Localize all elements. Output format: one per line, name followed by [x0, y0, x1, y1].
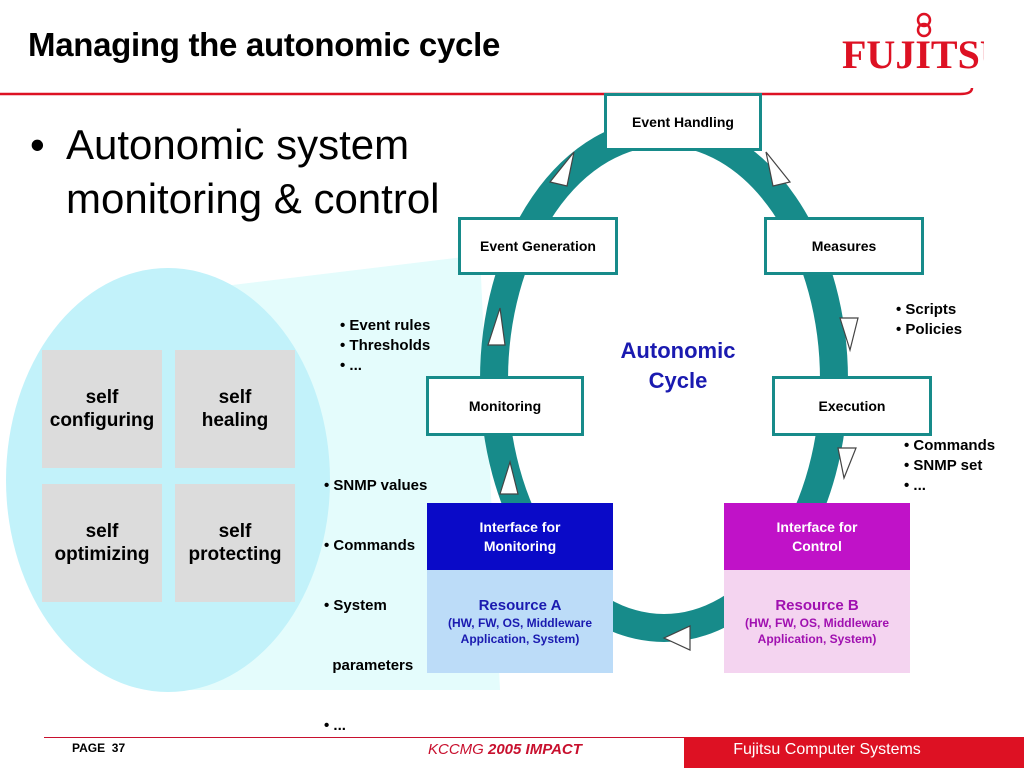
interface-control: Interface for Control — [724, 503, 910, 570]
monitoring-notes: • SNMP values • Commands • System parame… — [324, 436, 427, 756]
resource-sub: Application, System) — [460, 632, 580, 646]
note-item: • Policies — [896, 321, 963, 338]
footer-band — [684, 737, 1024, 768]
monitoring-node: Monitoring — [426, 376, 584, 436]
execution-node: Execution — [772, 376, 932, 436]
interface-monitoring: Interface for Monitoring — [427, 503, 613, 570]
arrow-up-left-1 — [548, 151, 575, 187]
footer-rule — [44, 737, 684, 738]
resource-title: Resource B — [775, 597, 859, 614]
cell-line: self — [218, 521, 252, 542]
page-number: PAGE 37 — [72, 741, 125, 755]
resource-sub: Application, System) — [757, 632, 877, 646]
note-item: • Thresholds — [340, 337, 431, 354]
cell-line: self — [85, 387, 119, 408]
resource-b: Resource B (HW, FW, OS, Middleware Appli… — [724, 570, 910, 673]
event-generation-node: Event Generation — [458, 217, 618, 275]
cell-line: healing — [201, 410, 269, 431]
cell-line: self — [218, 387, 252, 408]
logo-text: FUJITSU — [842, 32, 984, 77]
self-management-circle — [6, 268, 330, 692]
event-prefix: KCCMG — [428, 741, 488, 758]
event-handling-node: Event Handling — [604, 93, 762, 151]
note-item: • SNMP set — [904, 457, 983, 474]
iface-line: Control — [792, 537, 842, 554]
note-item: • ... — [324, 717, 346, 734]
event-generation-notes: • Event rules • Thresholds • ... — [340, 316, 430, 376]
bullet-line-1: Autonomic system — [66, 121, 410, 168]
note-item: parameters — [324, 657, 414, 674]
bullet-text: Autonomic system monitoring & control — [66, 118, 440, 226]
note-item: • Scripts — [896, 301, 957, 318]
iface-line: Interface for — [479, 518, 561, 535]
company-name: Fujitsu Computer Systems — [733, 741, 921, 758]
bullet-line-2: monitoring & control — [66, 175, 440, 222]
center-line: Autonomic — [620, 338, 736, 363]
page-title: Managing the autonomic cycle — [28, 26, 501, 63]
resource-sub: (HW, FW, OS, Middleware — [744, 616, 889, 630]
note-item: • Commands — [324, 537, 416, 554]
cell-line: optimizing — [54, 544, 150, 565]
arrow-down-right-1 — [765, 151, 792, 187]
cell-line: configuring — [49, 410, 155, 431]
arrow-up-left-3 — [499, 459, 519, 495]
page-label: PAGE — [72, 741, 106, 755]
arrow-down-right-2 — [839, 317, 859, 353]
note-item: • System — [324, 597, 387, 614]
center-line: Cycle — [648, 368, 708, 393]
autonomic-cycle-label: Autonomic Cycle — [600, 336, 756, 396]
cell-line: protecting — [188, 544, 282, 565]
note-item: • ... — [340, 357, 362, 374]
arrow-down-right-3 — [837, 447, 857, 481]
arrow-up-left-2 — [487, 307, 506, 346]
resource-sub: (HW, FW, OS, Middleware — [447, 616, 592, 630]
iface-line: Interface for — [776, 518, 858, 535]
note-item: • SNMP values — [324, 477, 428, 494]
cell-line: self — [85, 521, 119, 542]
resource-a: Resource A (HW, FW, OS, Middleware Appli… — [427, 570, 613, 673]
header-rule — [0, 88, 974, 96]
iface-line: Monitoring — [483, 537, 557, 554]
event-name: KCCMG 2005 IMPACT — [428, 741, 582, 758]
arrow-left-bottom — [662, 625, 691, 651]
note-item: • Commands — [904, 437, 996, 454]
execution-notes: • Commands • SNMP set • ... — [904, 436, 995, 496]
measures-node: Measures — [764, 217, 924, 275]
bullet-marker: • — [30, 121, 45, 168]
note-item: • Event rules — [340, 317, 431, 334]
cycle-arrows — [487, 151, 859, 651]
note-item: • ... — [904, 477, 926, 494]
event-main: 2005 IMPACT — [488, 741, 582, 758]
fujitsu-logo: FUJITSU — [842, 12, 984, 77]
resource-title: Resource A — [478, 597, 562, 614]
page-num: 37 — [111, 741, 126, 755]
measures-notes: • Scripts • Policies — [896, 300, 962, 340]
